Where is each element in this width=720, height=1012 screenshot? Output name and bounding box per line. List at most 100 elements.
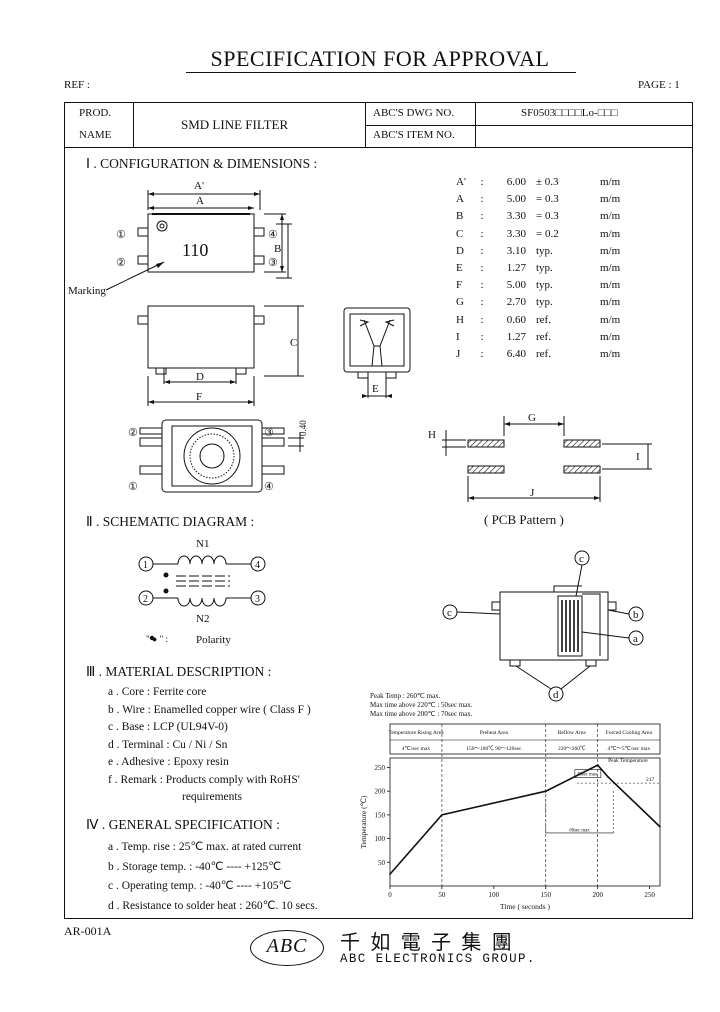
ref-label: REF :: [64, 79, 90, 91]
section-2-title: Ⅱ . SCHEMATIC DIAGRAM :: [86, 514, 255, 529]
dimension-unit: m/m: [600, 348, 621, 361]
dimension-sym: B: [456, 210, 464, 223]
chart-peak-label: Peak Temperature: [608, 758, 648, 764]
schematic-pin-3: 3: [255, 594, 260, 605]
chart-y-axis-label: Temperature (℃): [359, 795, 368, 849]
material-item: b . Wire : Enamelled copper wire ( Class…: [108, 703, 311, 716]
dimension-unit: m/m: [600, 330, 621, 343]
chart-217-tick: 217: [646, 777, 655, 783]
chart-x-tick-label: 100: [489, 891, 500, 899]
abc-logo: ABC: [250, 930, 324, 966]
chart-40sec-label: 40sec max: [577, 773, 598, 778]
page-number: PAGE : 1: [638, 79, 680, 91]
winding-n2-label: N2: [196, 613, 209, 625]
dimension-colon: :: [480, 313, 484, 326]
marking-code: 110: [182, 240, 208, 260]
schematic-diagram: N1 N2 1 4 2 3 " ● " : Polarity: [138, 538, 266, 646]
material-remark-cont: requirements: [182, 791, 243, 803]
dimension-val: 6.40: [506, 348, 526, 361]
dim-label-a: A: [196, 195, 204, 207]
pin-2-top: ②: [116, 257, 126, 269]
schematic-pin-1: 1: [143, 560, 148, 571]
dimension-colon: :: [480, 262, 484, 275]
dimension-val: 5.00: [506, 279, 526, 292]
dimension-sym: D: [456, 244, 464, 257]
dimension-val: 3.10: [506, 244, 526, 257]
general-spec-item: d . Resistance to solder heat : 260℃. 10…: [108, 899, 318, 912]
pcb-pattern: G J H I ( PCB Pattern ): [428, 412, 652, 527]
product-name: SMD LINE FILTER: [181, 117, 289, 132]
pin-3-bottom: ③: [264, 427, 274, 439]
dimension-colon: :: [480, 210, 484, 223]
dimension-colon: :: [480, 244, 484, 257]
pcb-label-j: J: [530, 487, 535, 499]
dimension-tol: typ.: [536, 244, 553, 257]
logo-text: ABC: [266, 935, 308, 957]
chart-data-point: [596, 764, 599, 766]
callout-d: d: [553, 689, 559, 701]
pcb-label-g: G: [528, 412, 536, 424]
dimension-row: D: 3.10 typ. m/m: [456, 243, 640, 260]
dimension-unit: m/m: [600, 244, 621, 257]
dimension-tol: typ.: [536, 262, 553, 275]
dimension-tol: ± 0.3: [536, 176, 559, 188]
chart-zone-label: Preheat Area: [480, 730, 509, 736]
chart-x-axis-label: Time ( seconds ): [500, 902, 550, 911]
dim-label-gap: 0.40: [298, 420, 308, 436]
dim-label-f: F: [196, 391, 202, 403]
general-spec-item: a . Temp. rise : 25℃ max. at rated curre…: [108, 841, 302, 853]
pin-3-top: ③: [268, 257, 278, 269]
pcb-label-i: I: [636, 451, 640, 463]
chart-note-3: Max time above 200℃ : 70sec max.: [370, 710, 473, 718]
section-3-title: Ⅲ . MATERIAL DESCRIPTION :: [86, 664, 272, 679]
section-4-title: Ⅳ . GENERAL SPECIFICATION :: [86, 817, 280, 832]
dimension-sym: I: [456, 330, 460, 343]
dimension-tol: = 0.3: [536, 210, 559, 223]
dimension-sym: C: [456, 227, 464, 240]
dimension-unit: m/m: [600, 176, 621, 188]
dimension-sym: E: [456, 262, 463, 275]
dimension-val: 0.60: [506, 313, 526, 326]
chart-40sec-box: [574, 769, 602, 778]
chart-60sec-label: 60sec max: [569, 828, 590, 833]
chart-y-tick-label: 200: [375, 788, 386, 796]
schematic-pin-4: 4: [255, 560, 260, 571]
dimension-sym: H: [456, 313, 464, 326]
marking-label: Marking: [68, 285, 106, 297]
dwg-value: SF0503□□□□Lo-□□□: [521, 107, 618, 119]
dimension-val: 6.00: [506, 176, 526, 188]
chart-x-tick-label: 50: [438, 891, 446, 899]
company-name-cn: 千 如 電 子 集 團: [340, 930, 514, 954]
dim-label-b: B: [274, 243, 281, 255]
material-item: c . Base : LCP (UL94V-0): [108, 721, 228, 733]
item-label: ABC'S ITEM NO.: [373, 129, 455, 141]
pin-2-bottom: ②: [128, 427, 138, 439]
dimension-tol: = 0.3: [536, 193, 559, 206]
chart-zone-note: 150～180℃ 90～120sec: [466, 745, 522, 752]
form-number: AR-001A: [64, 924, 112, 938]
callout-c-top: c: [579, 553, 584, 565]
chart-y-tick-label: 50: [378, 859, 386, 867]
dimension-unit: m/m: [600, 313, 621, 326]
chart-zone-label: Reflow Area: [558, 729, 587, 736]
dimension-tol: ref.: [536, 330, 551, 343]
dimension-tol: ref.: [536, 348, 551, 361]
chart-note-2: Max time above 220℃ : 50sec max.: [370, 701, 473, 709]
dimension-colon: :: [480, 330, 484, 343]
chart-note-1: Peak Temp : 260℃ max.: [370, 692, 441, 700]
dimension-colon: :: [480, 279, 484, 292]
dimension-unit: m/m: [600, 279, 621, 292]
general-spec-item: b . Storage temp. : -40℃ ---- +125℃: [108, 860, 282, 873]
chart-zone-header: [389, 723, 661, 755]
chart-data-point: [607, 776, 609, 778]
dimension-colon: :: [480, 227, 484, 240]
callout-e-left: c: [447, 607, 452, 619]
dimension-unit: m/m: [600, 210, 621, 223]
